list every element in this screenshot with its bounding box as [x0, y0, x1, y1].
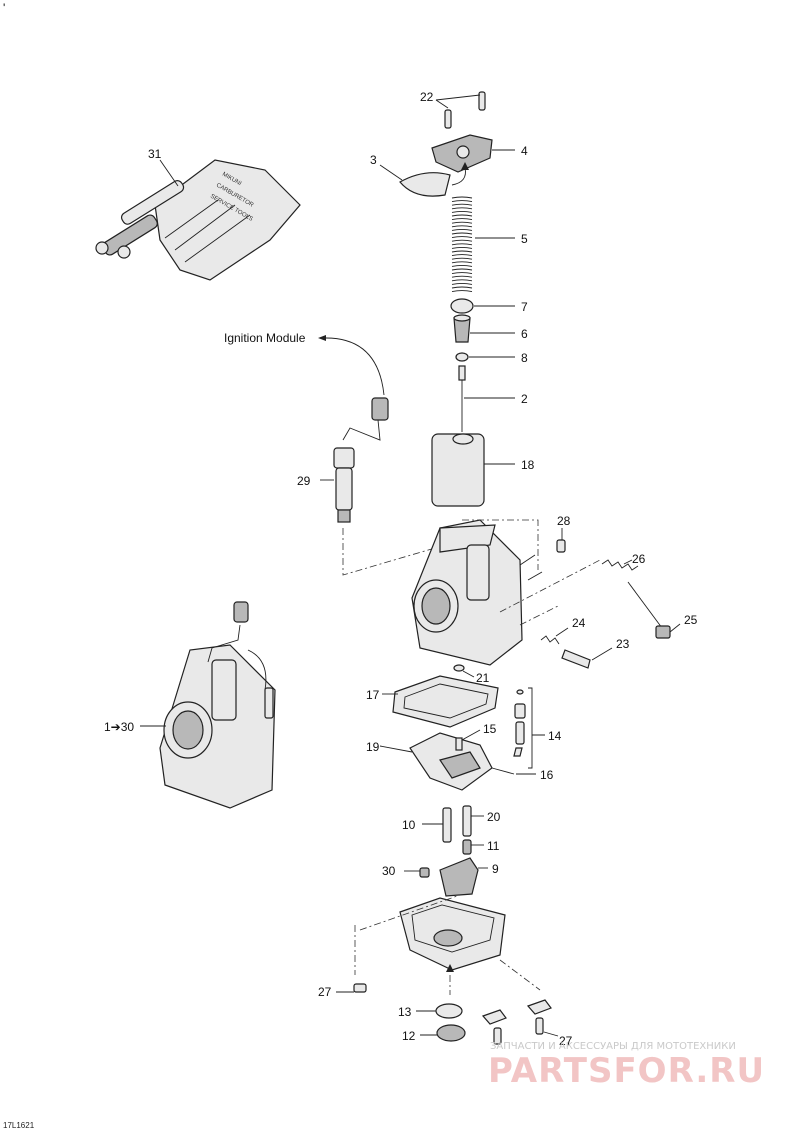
screw-27-left	[336, 983, 367, 993]
top-cap-4	[431, 134, 515, 173]
drain-plug-12	[420, 1024, 466, 1042]
brackets-27	[481, 999, 559, 1045]
callout-31: 31	[148, 147, 162, 161]
ignition-lead-29	[318, 335, 436, 576]
jet-needle-2	[458, 365, 515, 432]
callout-5: 5	[521, 232, 528, 246]
callout-11: 11	[487, 839, 500, 853]
callout-27-left: 27	[318, 985, 332, 999]
gasket-17	[382, 675, 499, 728]
callout-29: 29	[297, 474, 311, 488]
callout-10: 10	[402, 818, 416, 832]
screw-23	[561, 647, 613, 669]
callout-17: 17	[366, 688, 380, 702]
callout-24: 24	[572, 616, 586, 630]
callout-13: 13	[398, 1005, 412, 1019]
clip-8	[455, 352, 515, 362]
plug-30	[404, 867, 430, 878]
callout-21: 21	[476, 671, 490, 685]
jet-kit-14	[513, 687, 545, 769]
callout-1-30: 1➔30	[104, 720, 134, 734]
spring-5-coil	[451, 196, 473, 293]
callout-14: 14	[548, 729, 562, 743]
needle-holder-6	[453, 314, 515, 343]
plug-21	[453, 664, 475, 678]
callout-26: 26	[632, 552, 646, 566]
assembled-carburetor	[140, 601, 276, 809]
callout-28: 28	[557, 514, 571, 528]
float-19	[379, 732, 493, 791]
jet-11	[462, 839, 484, 855]
callout-27-right: 27	[559, 1034, 573, 1048]
drawing-code: 17L1621	[3, 1121, 35, 1130]
tool-kit: MIKUNI CARBURETOR SERVICE TOOLS	[95, 159, 301, 281]
callout-3: 3	[370, 153, 377, 167]
screw-28	[556, 528, 566, 553]
throttle-slide-18	[431, 433, 515, 507]
callout-30: 30	[382, 864, 396, 878]
screw-25	[627, 581, 681, 639]
callout-25: 25	[684, 613, 698, 627]
baffle-9	[439, 857, 488, 897]
callout-22: 22	[420, 90, 434, 104]
spring-seat-7	[450, 298, 515, 314]
callout-2: 2	[521, 392, 528, 406]
float-pin-16	[491, 767, 536, 775]
screws-22	[435, 91, 486, 129]
callout-4: 4	[521, 144, 528, 158]
callout-9: 9	[492, 862, 499, 876]
corner-mark: '	[3, 1, 5, 15]
spring-24	[540, 627, 569, 645]
callout-6: 6	[521, 327, 528, 341]
callout-8: 8	[521, 351, 528, 365]
carburetor-body	[411, 519, 601, 666]
callout-15: 15	[483, 722, 497, 736]
callout-7: 7	[521, 300, 528, 314]
needle-jet-10	[422, 807, 452, 843]
callout-19: 19	[366, 740, 380, 754]
callout-18: 18	[521, 458, 535, 472]
oring-13	[416, 1003, 463, 1019]
main-jet-20	[462, 805, 484, 837]
spring-5	[451, 196, 473, 293]
watermark-caption: ЗАПЧАСТИ И АКСЕССУАРЫ ДЛЯ МОТОТЕХНИКИ	[490, 1041, 736, 1052]
callout-16: 16	[540, 768, 554, 782]
callout-23: 23	[616, 637, 630, 651]
ignition-module-label: Ignition Module	[224, 331, 306, 345]
float-bowl	[354, 894, 541, 995]
gasket-3	[379, 162, 469, 197]
callout-12: 12	[402, 1029, 416, 1043]
spring-26	[601, 559, 639, 571]
watermark-brand: PARTSFOR.RU	[488, 1051, 765, 1091]
callout-20: 20	[487, 810, 501, 824]
